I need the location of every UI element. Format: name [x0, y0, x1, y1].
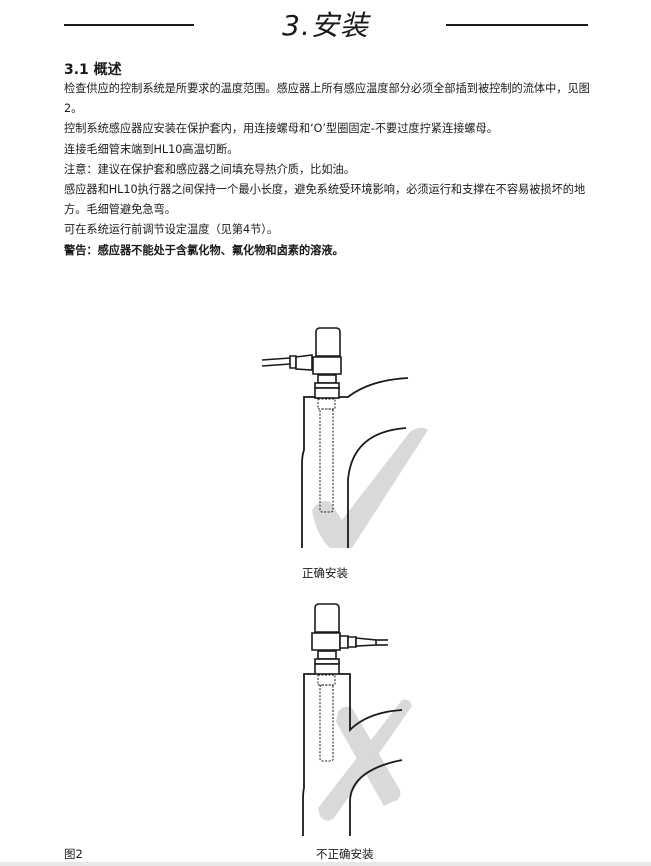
checkmark-icon — [312, 427, 428, 548]
page-title: 3.安装 — [282, 9, 369, 42]
paragraph: 控制系统感应器应安装在保护套内，用连接螺母和‘O’型圈固定-不要过度拧紧连接螺母… — [64, 122, 498, 136]
warning-text: 警告：感应器不能处于含氯化物、氟化物和卤素的溶液。 — [64, 243, 344, 257]
correct-caption: 正确安装 — [302, 566, 348, 580]
cross-icon — [318, 699, 412, 821]
section-heading: 3.1 概述 — [64, 62, 122, 78]
paragraph: 注意：建议在保护套和感应器之间填充导热介质，比如油。 — [64, 162, 355, 176]
incorrect-caption: 不正确安装 — [316, 847, 374, 861]
figure-label: 图2 — [64, 847, 83, 861]
paragraph: 可在系统运行前调节设定温度（见第4节）。 — [64, 223, 279, 237]
section-body: 检查供应的控制系统是所要求的温度范围。感应器上所有感应温度部分必须全部插到被控制… — [64, 79, 594, 261]
paragraph: 检查供应的控制系统是所要求的温度范围。感应器上所有感应温度部分必须全部插到被控制… — [64, 82, 590, 116]
title-rule-left — [64, 24, 194, 26]
paragraph: 感应器和HL10执行器之间保持一个最小长度，避免系统受环境影响，必须运行和支撑在… — [64, 183, 586, 217]
paragraph: 连接毛细管末端到HL10高温切断。 — [64, 142, 239, 156]
page-bottom-edge — [0, 862, 651, 866]
title-rule-right — [446, 24, 588, 26]
